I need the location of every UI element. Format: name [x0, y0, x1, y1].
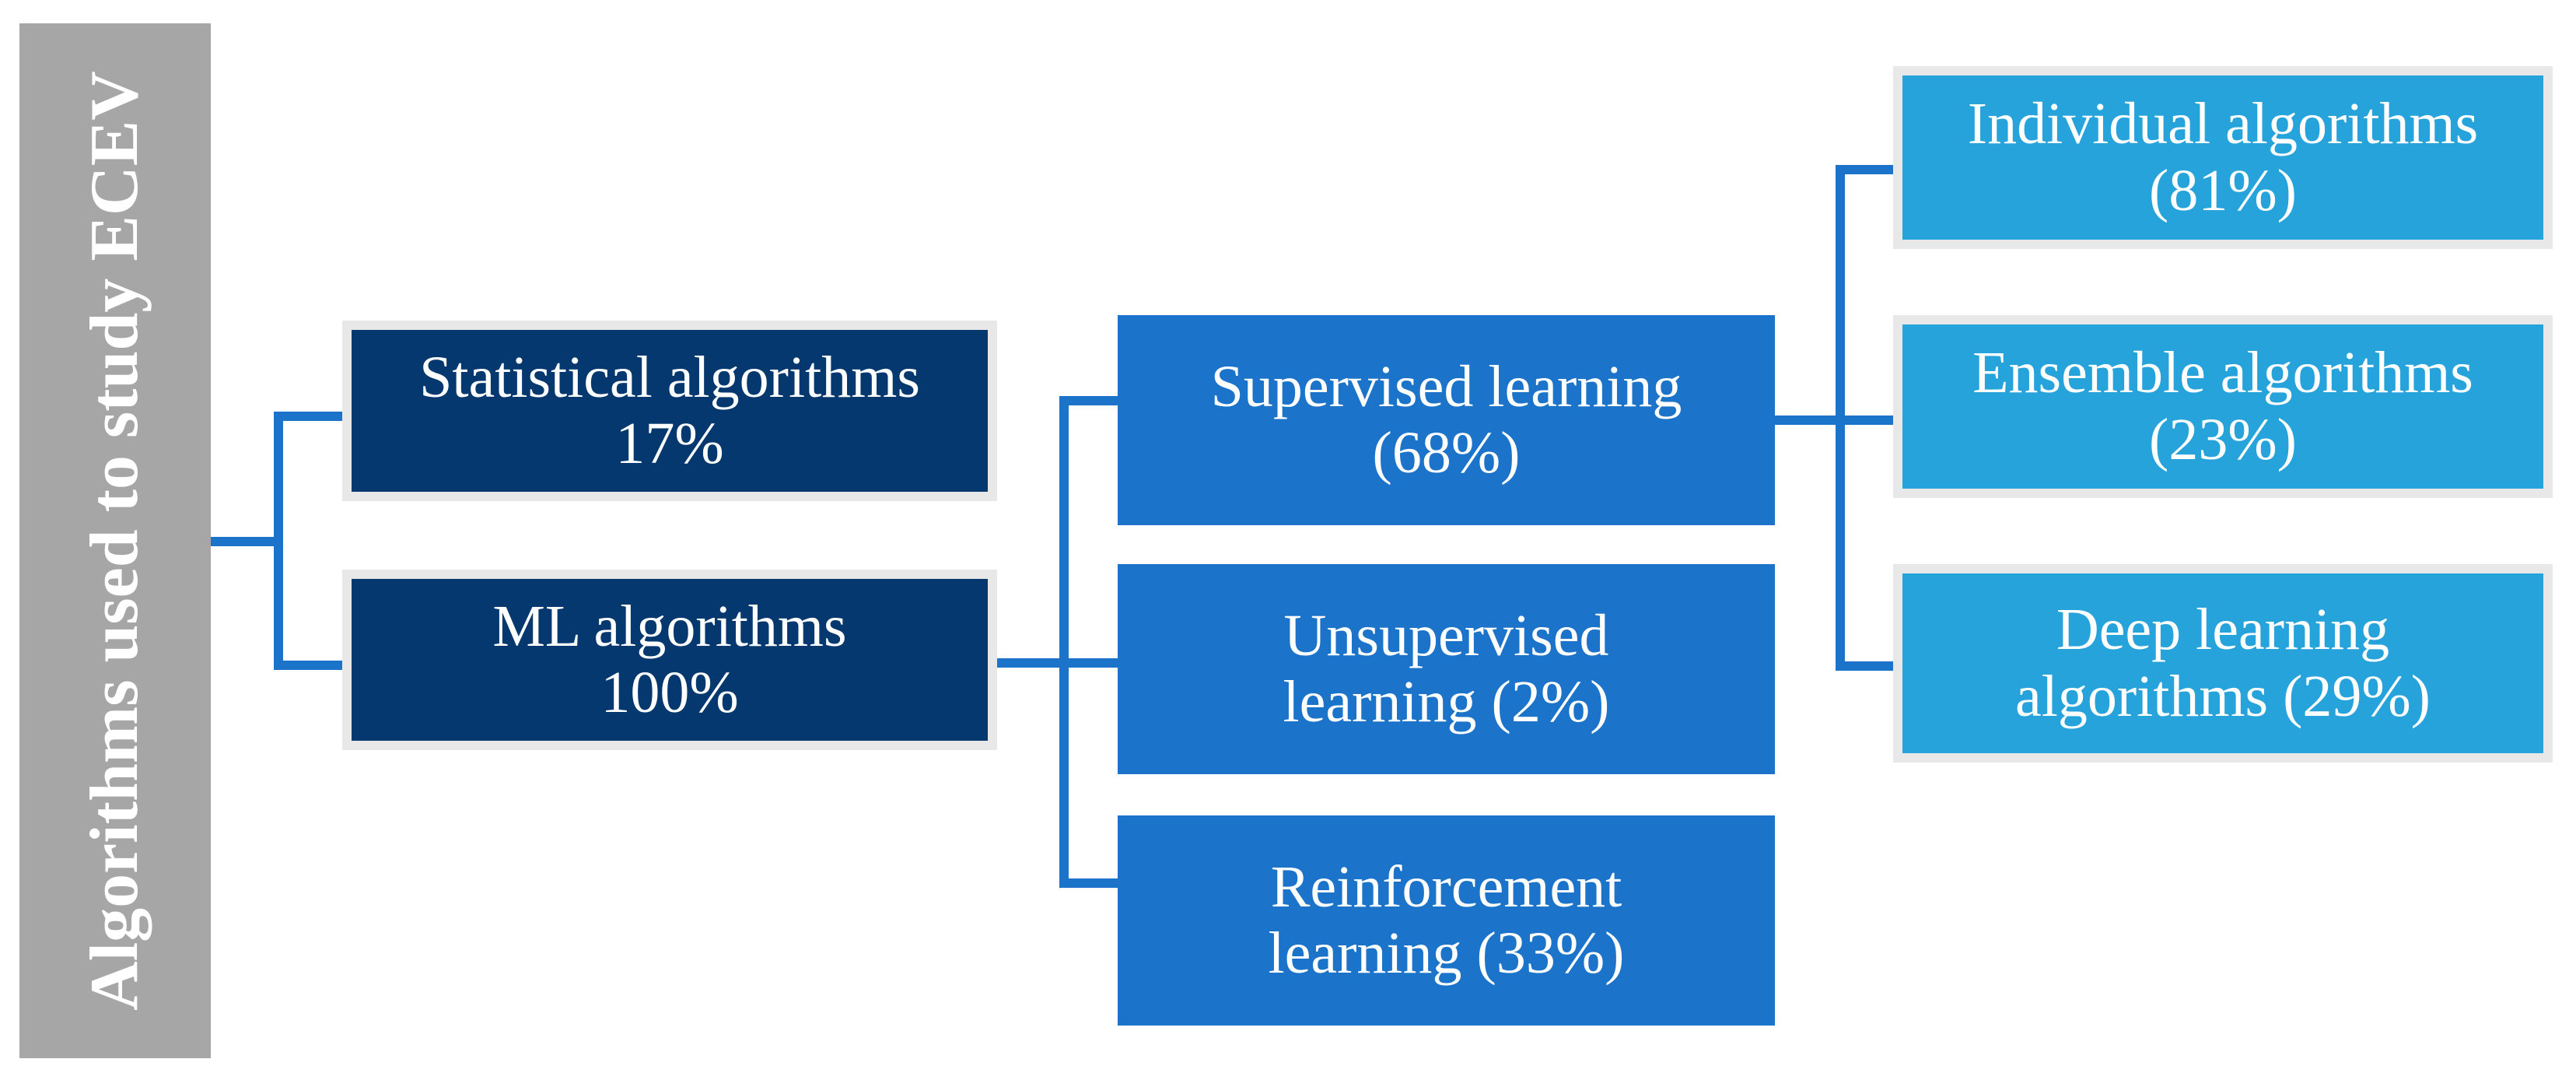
node-statistical-algorithms-line2: 17% — [615, 411, 724, 476]
connector-root-stub — [211, 537, 283, 546]
node-statistical-algorithms-label: Statistical algorithms 17% — [366, 345, 974, 477]
connector-level1-spine — [274, 412, 283, 670]
node-deep-learning-algorithms-label: Deep learning algorithms (29%) — [1916, 597, 2529, 729]
connector-root-to-statistical — [274, 412, 345, 421]
node-individual-algorithms[interactable]: Individual algorithms (81%) — [1893, 66, 2553, 249]
node-unsupervised-learning-line1: Unsupervised — [1283, 602, 1609, 668]
node-individual-algorithms-line2: (81%) — [2149, 157, 2297, 223]
node-statistical-algorithms[interactable]: Statistical algorithms 17% — [342, 321, 997, 501]
node-deep-learning-algorithms-line2: algorithms (29%) — [2014, 663, 2431, 729]
node-ml-algorithms-line2: 100% — [600, 660, 739, 725]
node-ensemble-algorithms[interactable]: Ensemble algorithms (23%) — [1893, 315, 2553, 498]
connector-supervised-to-individual — [1836, 165, 1898, 174]
root-banner: Algorithms used to study ECEV — [19, 23, 211, 1058]
connector-ml-stub — [997, 658, 1069, 668]
node-individual-algorithms-label: Individual algorithms (81%) — [1916, 91, 2529, 223]
node-ensemble-algorithms-line2: (23%) — [2149, 406, 2297, 472]
connector-ml-to-reinforcement — [1059, 878, 1123, 888]
node-unsupervised-learning-line2: learning (2%) — [1283, 669, 1610, 735]
node-ml-algorithms[interactable]: ML algorithms 100% — [342, 570, 997, 750]
root-banner-label: Algorithms used to study ECEV — [77, 71, 153, 1011]
node-unsupervised-learning-label: Unsupervised learning (2%) — [1132, 603, 1761, 735]
node-supervised-learning[interactable]: Supervised learning (68%) — [1118, 315, 1775, 525]
node-deep-learning-algorithms[interactable]: Deep learning algorithms (29%) — [1893, 564, 2553, 763]
node-supervised-learning-line2: (68%) — [1372, 420, 1521, 486]
connector-supervised-stub — [1775, 416, 1845, 425]
connector-supervised-to-ensemble — [1836, 416, 1898, 425]
node-ensemble-algorithms-label: Ensemble algorithms (23%) — [1916, 340, 2529, 472]
connector-ml-to-unsupervised — [1059, 658, 1123, 668]
node-deep-learning-algorithms-line1: Deep learning — [2056, 597, 2390, 663]
connector-level2-spine — [1059, 396, 1069, 888]
node-reinforcement-learning-line1: Reinforcement — [1270, 854, 1622, 920]
node-reinforcement-learning[interactable]: Reinforcement learning (33%) — [1118, 815, 1775, 1026]
node-reinforcement-learning-label: Reinforcement learning (33%) — [1132, 854, 1761, 987]
node-supervised-learning-line1: Supervised learning — [1210, 353, 1682, 419]
node-reinforcement-learning-line2: learning (33%) — [1268, 920, 1625, 986]
connector-ml-to-supervised — [1059, 396, 1123, 405]
node-individual-algorithms-line1: Individual algorithms — [1967, 91, 2479, 157]
node-supervised-learning-label: Supervised learning (68%) — [1132, 354, 1761, 486]
node-ensemble-algorithms-line1: Ensemble algorithms — [1972, 340, 2473, 406]
node-statistical-algorithms-line1: Statistical algorithms — [419, 344, 920, 410]
node-ml-algorithms-label: ML algorithms 100% — [366, 594, 974, 726]
connector-supervised-to-deep-learning — [1836, 661, 1898, 671]
connector-root-to-ml — [274, 661, 345, 670]
node-ml-algorithms-line1: ML algorithms — [492, 593, 847, 659]
node-unsupervised-learning[interactable]: Unsupervised learning (2%) — [1118, 564, 1775, 774]
